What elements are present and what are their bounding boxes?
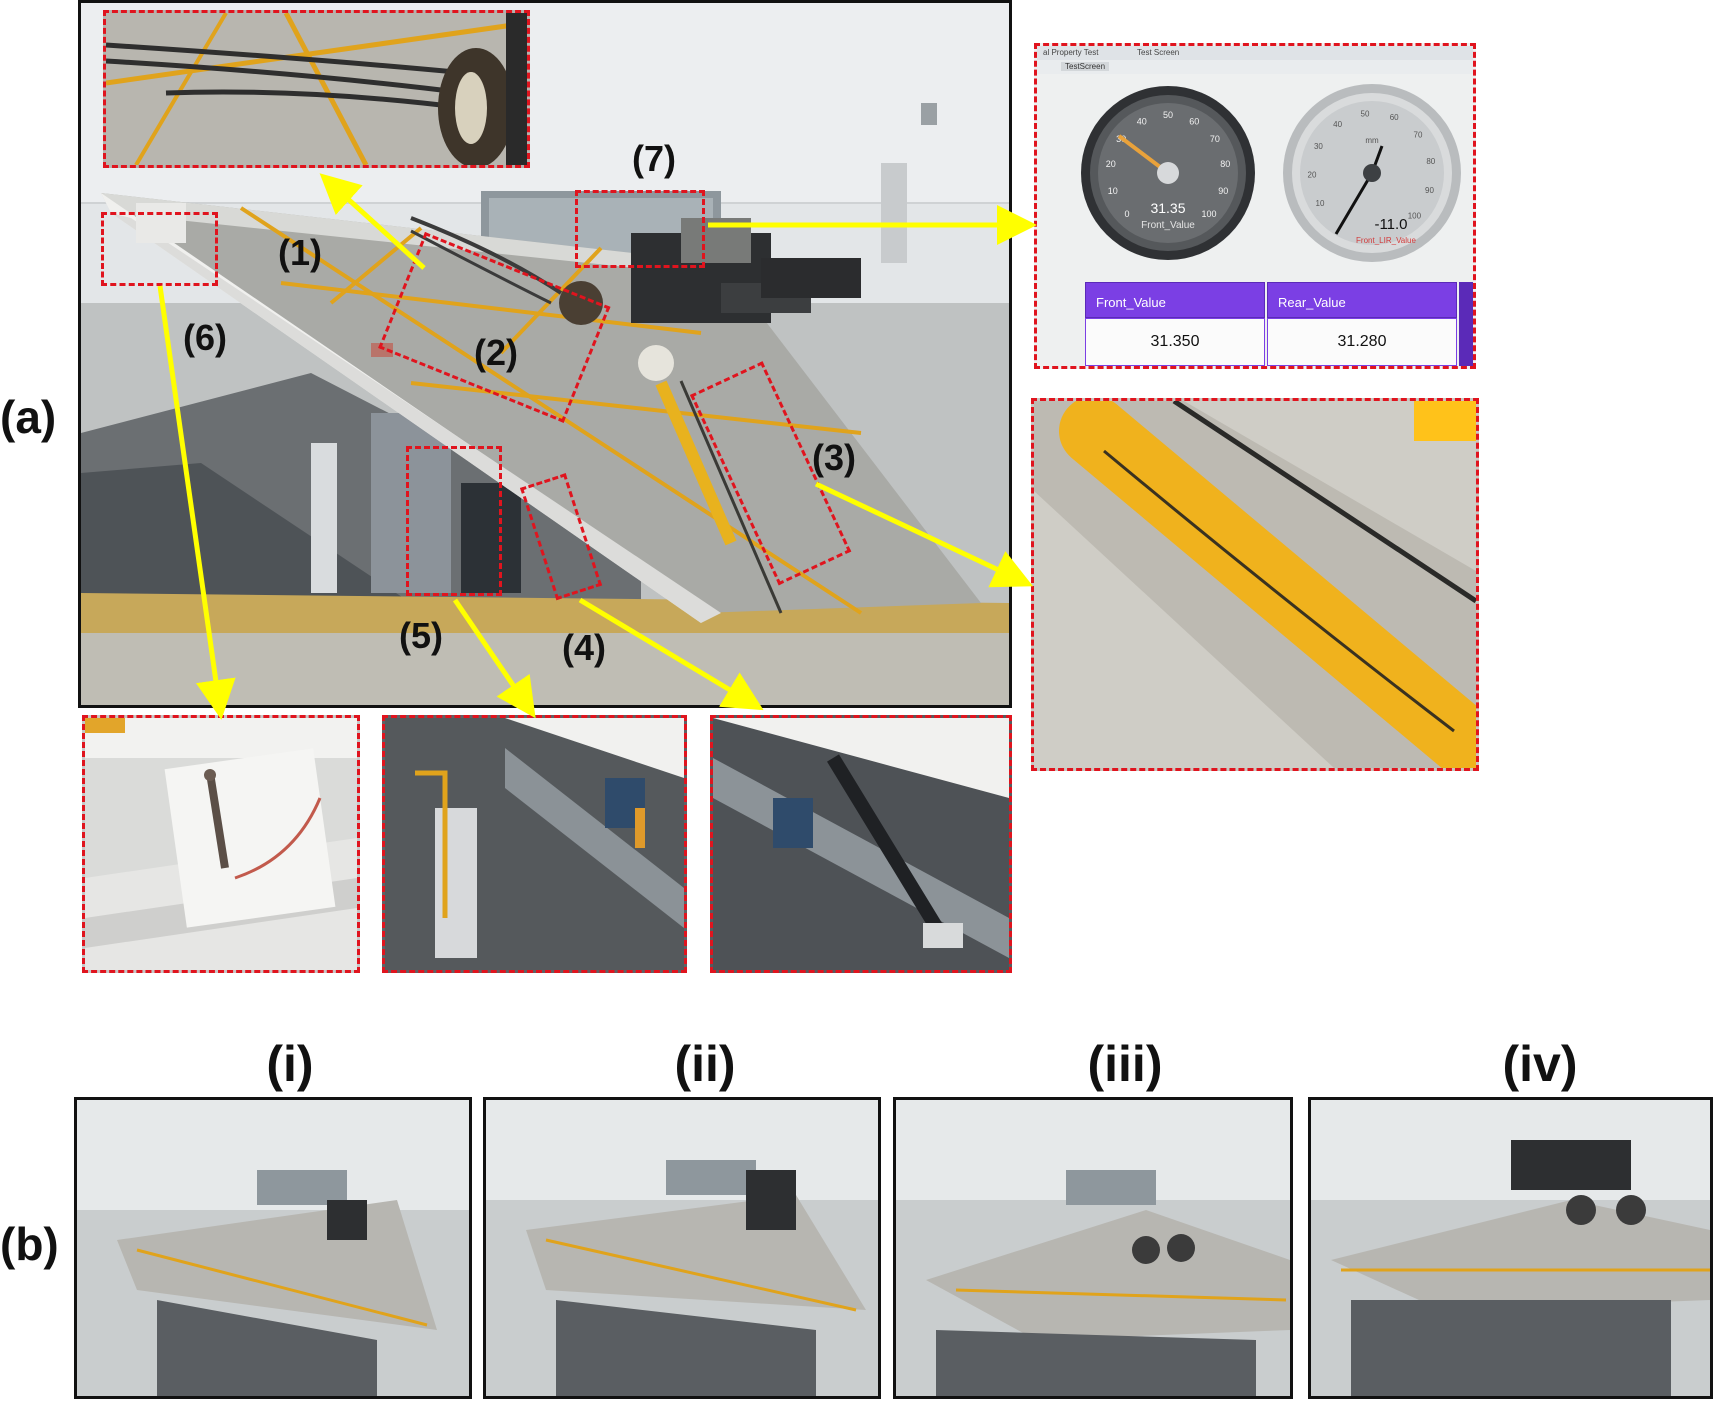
callout-6: (6) bbox=[183, 317, 227, 358]
subpanel-title-i: (i) bbox=[266, 1036, 314, 1092]
panel-label-a: (a) bbox=[0, 391, 57, 443]
gauge-front-lir-readout: -11.0 bbox=[1374, 216, 1408, 233]
gauge-tick-label: 30 bbox=[1314, 142, 1323, 151]
inset-angle-indicator bbox=[82, 715, 360, 973]
photo-b-iv bbox=[1308, 1097, 1713, 1399]
table-header-front: Front_Value bbox=[1085, 282, 1265, 318]
photo-b-iii bbox=[893, 1097, 1293, 1399]
gauge-front-lir-value: 10 20 30 40 50 60 70 80 90 100 mm -11.0 Front_LIR… bbox=[1281, 82, 1463, 264]
gauge-tick-label: 100 bbox=[1201, 209, 1216, 219]
subpanel-title-iv: (iv) bbox=[1502, 1036, 1578, 1092]
gauge-tick-label: 10 bbox=[1108, 186, 1118, 196]
gauge-tick-label: 40 bbox=[1137, 116, 1147, 126]
value-table: Front_Value Rear_Value 31.350 31.280 bbox=[1085, 282, 1473, 366]
gauge-tick-label: 70 bbox=[1414, 130, 1423, 139]
table-cell-front-value: 31.350 bbox=[1085, 318, 1265, 366]
gauge-front-lir-unit: mm bbox=[1365, 136, 1379, 145]
subpanel-title-iii: (iii) bbox=[1087, 1036, 1163, 1092]
panel-label-b: (b) bbox=[0, 1218, 59, 1270]
inset-actuator bbox=[710, 715, 1012, 973]
callout-3: (3) bbox=[812, 437, 856, 478]
roi-box-5-frame bbox=[406, 446, 502, 596]
front-value-text: 31.350 bbox=[1150, 333, 1200, 350]
callout-4: (4) bbox=[562, 627, 606, 668]
gauge-tick-label: 20 bbox=[1308, 171, 1317, 180]
callout-7: (7) bbox=[632, 138, 676, 179]
photo-b-ii bbox=[483, 1097, 881, 1399]
roi-box-7-control-room bbox=[575, 190, 705, 268]
callout-5: (5) bbox=[399, 615, 443, 656]
table-header-rear-label: Rear_Value bbox=[1278, 295, 1346, 310]
gauge-tick-label: 80 bbox=[1426, 157, 1435, 166]
table-cell-rear-value: 31.280 bbox=[1267, 318, 1457, 366]
gauge-front-value: 0102030405060708090100 31.35 Front_Value bbox=[1079, 84, 1257, 262]
photo-b-i bbox=[74, 1097, 472, 1399]
gauge-front-lir-label: Front_LIR_Value bbox=[1356, 236, 1416, 245]
gauge-tick-label: 0 bbox=[1124, 209, 1129, 219]
gauge-tick-label: 70 bbox=[1210, 134, 1220, 144]
gauge-tick-label: 60 bbox=[1189, 116, 1199, 126]
screen-menu-bar: al Property Test Test Screen bbox=[1037, 46, 1473, 64]
gauge-tick-label: 90 bbox=[1218, 186, 1228, 196]
gauge-tick-label: 90 bbox=[1425, 186, 1434, 195]
inset-yellow-curb bbox=[1031, 398, 1479, 771]
table-header-front-label: Front_Value bbox=[1096, 295, 1166, 310]
rear-value-text: 31.280 bbox=[1337, 333, 1387, 350]
gauge-tick-label: 50 bbox=[1163, 110, 1173, 120]
gauge-tick-label: 100 bbox=[1408, 211, 1422, 220]
gauge-front-value-readout: 31.35 bbox=[1150, 200, 1186, 216]
subpanel-title-ii: (ii) bbox=[674, 1036, 736, 1092]
table-header-rear: Rear_Value bbox=[1267, 282, 1457, 318]
gauge-tick-label: 80 bbox=[1220, 159, 1230, 169]
gauge-tick-label: 50 bbox=[1361, 109, 1370, 118]
roi-box-6-angle-indicator bbox=[101, 212, 218, 286]
table-header-extra bbox=[1459, 282, 1473, 366]
gauge-tick-label: 40 bbox=[1333, 120, 1342, 129]
callout-1: (1) bbox=[278, 232, 322, 273]
toolbar-test-screen-tab[interactable]: TestScreen bbox=[1061, 62, 1110, 71]
menu-tab-test-screen[interactable]: Test Screen bbox=[1137, 48, 1180, 57]
inset-chains bbox=[103, 10, 530, 168]
inset-monitor-screen: al Property Test Test Screen TestScreen … bbox=[1034, 43, 1476, 369]
callout-2: (2) bbox=[474, 332, 518, 373]
gauge-tick-label: 10 bbox=[1316, 199, 1325, 208]
gauge-tick-label: 60 bbox=[1390, 113, 1399, 122]
screen-toolbar: TestScreen bbox=[1037, 60, 1473, 74]
menu-tab-property-test[interactable]: al Property Test bbox=[1043, 48, 1099, 57]
gauge-front-value-label: Front_Value bbox=[1141, 220, 1195, 231]
gauge-tick-label: 20 bbox=[1106, 159, 1116, 169]
inset-frame-structure bbox=[382, 715, 687, 973]
